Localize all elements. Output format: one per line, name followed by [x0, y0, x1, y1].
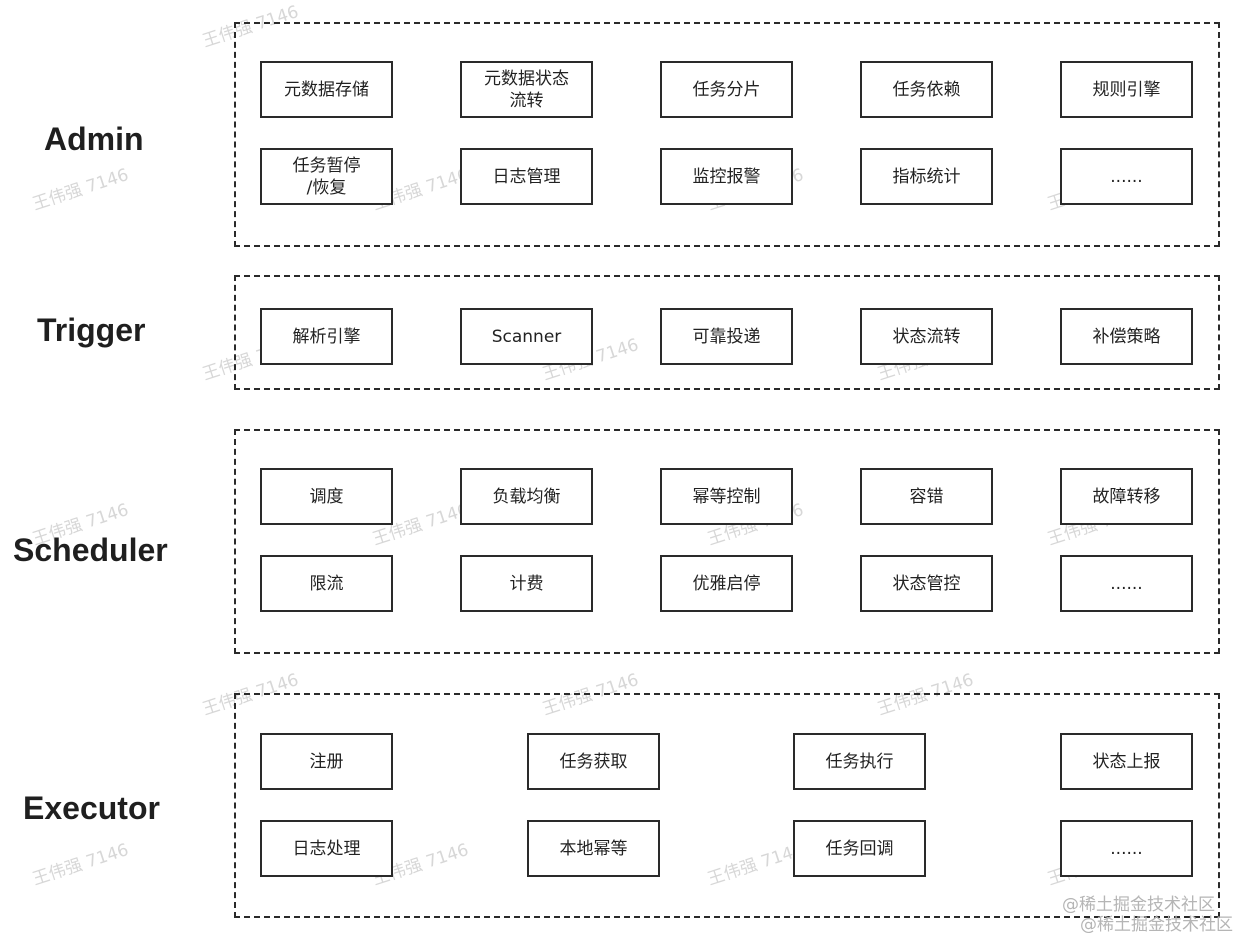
admin-layer-label: Admin: [44, 121, 144, 157]
scheduler-layer-frame: [234, 429, 1220, 654]
executor-box: 本地幂等: [527, 820, 660, 877]
admin-box: ......: [1060, 148, 1193, 205]
executor-box: ......: [1060, 820, 1193, 877]
trigger-box: 状态流转: [860, 308, 993, 365]
admin-box: 日志管理: [460, 148, 593, 205]
trigger-box: 解析引擎: [260, 308, 393, 365]
trigger-layer-label: Trigger: [37, 312, 146, 348]
scheduler-box: 幂等控制: [660, 468, 793, 525]
trigger-layer-frame: [234, 275, 1220, 390]
scheduler-box: 调度: [260, 468, 393, 525]
scheduler-box: ......: [1060, 555, 1193, 612]
admin-box: 监控报警: [660, 148, 793, 205]
scheduler-box: 故障转移: [1060, 468, 1193, 525]
admin-box: 规则引擎: [1060, 61, 1193, 118]
executor-box: 日志处理: [260, 820, 393, 877]
trigger-box: 补偿策略: [1060, 308, 1193, 365]
scheduler-box: 计费: [460, 555, 593, 612]
executor-layer-frame: [234, 693, 1220, 918]
footer-credit: @稀土掘金技术社区: [1062, 895, 1215, 915]
watermark: 王伟强 7146: [30, 839, 132, 890]
scheduler-layer-label: Scheduler: [13, 532, 168, 568]
admin-box: 任务分片: [660, 61, 793, 118]
footer-credit: @稀土掘金技术社区: [1080, 915, 1233, 935]
scheduler-box: 容错: [860, 468, 993, 525]
trigger-box: 可靠投递: [660, 308, 793, 365]
executor-layer-label: Executor: [23, 790, 160, 826]
scheduler-box: 负载均衡: [460, 468, 593, 525]
scheduler-box: 状态管控: [860, 555, 993, 612]
executor-box: 状态上报: [1060, 733, 1193, 790]
watermark: 王伟强 7146: [30, 164, 132, 215]
admin-box: 指标统计: [860, 148, 993, 205]
admin-layer-frame: [234, 22, 1220, 247]
admin-box: 元数据状态 流转: [460, 61, 593, 118]
trigger-box: Scanner: [460, 308, 593, 365]
scheduler-box: 限流: [260, 555, 393, 612]
executor-box: 任务执行: [793, 733, 926, 790]
scheduler-box: 优雅启停: [660, 555, 793, 612]
admin-box: 任务依赖: [860, 61, 993, 118]
executor-box: 注册: [260, 733, 393, 790]
executor-box: 任务获取: [527, 733, 660, 790]
admin-box: 元数据存储: [260, 61, 393, 118]
admin-box: 任务暂停 /恢复: [260, 148, 393, 205]
executor-box: 任务回调: [793, 820, 926, 877]
